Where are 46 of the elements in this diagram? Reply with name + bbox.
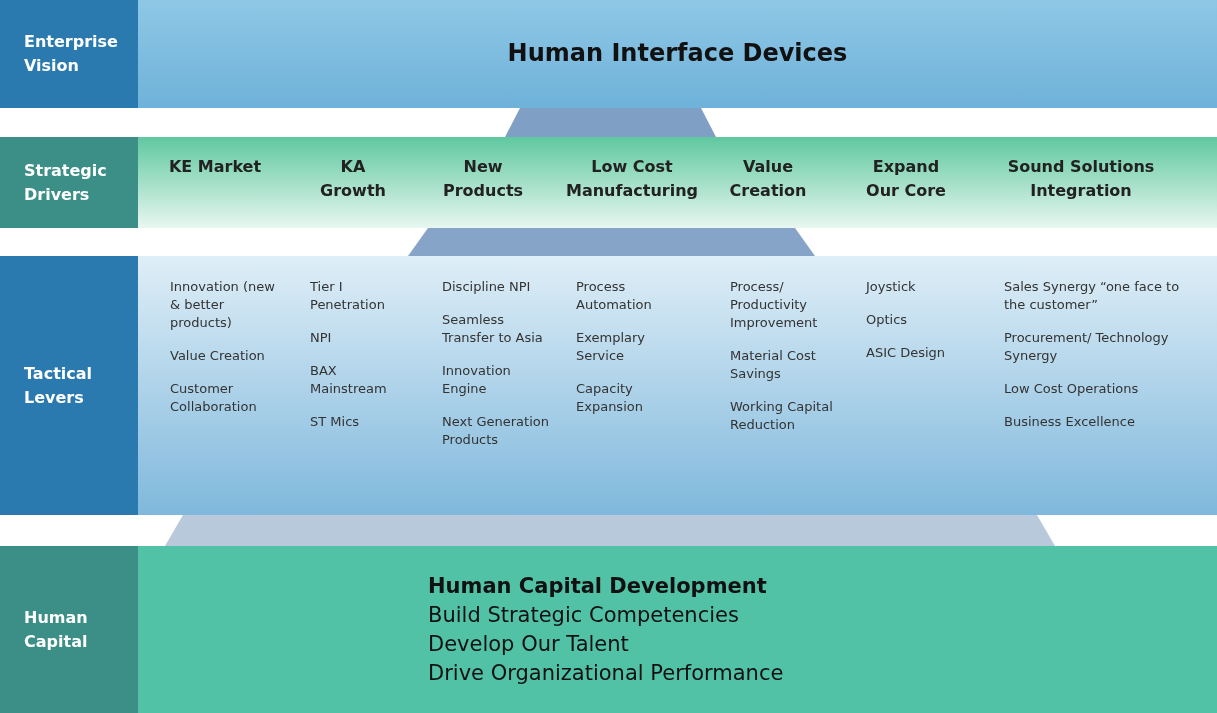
lever-text: Process Automation [576, 278, 653, 314]
trapezoid-shape [408, 228, 815, 256]
lever-text: Capacity Expansion [576, 380, 644, 416]
lever-text: Innovation Engine [442, 362, 512, 398]
band [138, 137, 1217, 228]
lever-text: Seamless Transfer to Asia [442, 311, 544, 347]
driver-heading: Low Cost Manufacturing [565, 156, 699, 202]
driver-heading: Value Creation [728, 156, 808, 202]
lever-text: Process/ Productivity Improvement [730, 278, 819, 332]
lever-text: ST Mics [310, 413, 361, 431]
row-header: Strategic Drivers [0, 137, 138, 228]
row-header: Enterprise Vision [0, 0, 138, 108]
lever-text: Exemplary Service [576, 329, 647, 365]
lever-text: Joystick [866, 278, 917, 296]
lever-text: Discipline NPI [442, 278, 532, 296]
lever-text: Optics [866, 311, 909, 329]
lever-text: Material Cost Savings [730, 347, 817, 383]
lever-text: NPI [310, 329, 333, 347]
band-title: Human Interface Devices [506, 38, 849, 68]
lever-text: Sales Synergy “one face to the customer” [1004, 278, 1181, 314]
row-header: Tactical Levers [0, 256, 138, 515]
trapezoid-shape [165, 515, 1055, 546]
lever-text: Business Excellence [1004, 413, 1136, 431]
lever-text: Procurement/ Technology Synergy [1004, 329, 1170, 365]
lever-text: ASIC Design [866, 344, 947, 362]
row-header: Human Capital [0, 546, 138, 713]
driver-heading: KE Market [167, 156, 263, 178]
lever-text: Customer Collaboration [170, 380, 258, 416]
lever-text: BAX Mainstream [310, 362, 388, 398]
list-text: Build Strategic Competencies [428, 602, 739, 629]
band [138, 0, 1217, 108]
lever-text: Low Cost Operations [1004, 380, 1140, 398]
driver-heading: New Products [441, 156, 525, 202]
driver-heading: Sound Solutions Integration [1006, 156, 1156, 202]
lever-text: Next Generation Products [442, 413, 550, 449]
driver-heading: KA Growth [319, 156, 387, 202]
lever-text: Working Capital Reduction [730, 398, 834, 434]
band [138, 546, 1217, 713]
lever-text: Innovation (new & better products) [170, 278, 276, 332]
list-text: Drive Organizational Performance [428, 660, 784, 687]
list-text: Develop Our Talent [428, 631, 629, 658]
lever-text: Tier I Penetration [310, 278, 386, 314]
lever-text: Value Creation [170, 347, 266, 365]
band [138, 256, 1217, 515]
band-heading: Human Capital Development [428, 573, 767, 600]
driver-heading: Expand Our Core [865, 156, 947, 202]
